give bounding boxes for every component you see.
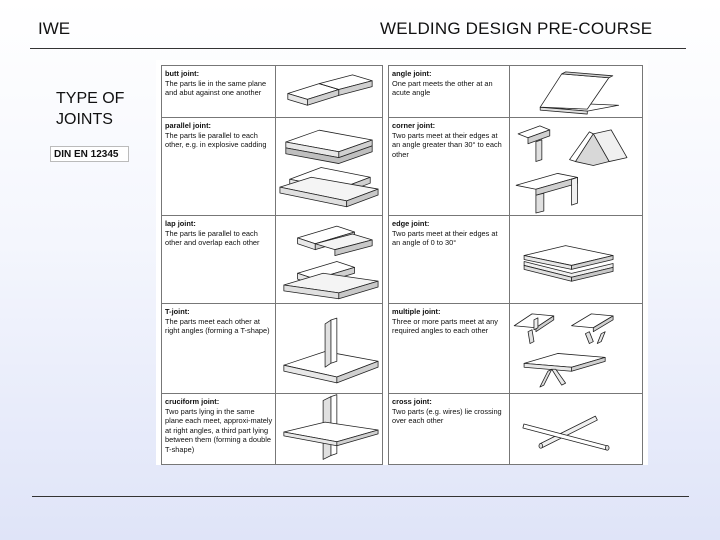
top-rule	[30, 48, 686, 49]
joint-text-multiple: multiple joint:Three or more parts meet …	[392, 307, 504, 336]
t-joint-figure	[276, 304, 382, 393]
joint-cell-multiple: multiple joint:Three or more parts meet …	[389, 304, 642, 394]
header-left-title: IWE	[38, 19, 71, 38]
butt-joint-figure	[276, 66, 382, 117]
joint-desc: Three or more parts meet at any required…	[392, 316, 498, 336]
joint-text-t: T-joint:The parts meet each other at rig…	[165, 307, 273, 336]
standard-label: DIN EN 12345	[50, 146, 129, 162]
right-column-divider	[509, 66, 510, 464]
header-right-title: WELDING DESIGN PRE-COURSE	[380, 19, 653, 38]
angle-joint-figure	[510, 66, 642, 117]
right-column: angle joint:One part meets the other at …	[388, 65, 643, 465]
joint-text-parallel: parallel joint:The parts lie parallel to…	[165, 121, 273, 150]
joint-text-corner: corner joint:Two parts meet at their edg…	[392, 121, 504, 159]
joint-cell-butt: butt joint:The parts lie in the same pla…	[162, 66, 382, 118]
joint-text-butt: butt joint:The parts lie in the same pla…	[165, 69, 273, 98]
joint-name: edge joint:	[392, 219, 430, 228]
joint-cell-cruciform: cruciform joint:Two parts lying in the s…	[162, 394, 382, 466]
joint-name: multiple joint:	[392, 307, 441, 316]
joint-cell-lap: lap joint:The parts lie parallel to each…	[162, 216, 382, 304]
lap-joint-figure	[276, 216, 382, 303]
left-column-divider	[275, 66, 276, 464]
joint-cell-t: T-joint:The parts meet each other at rig…	[162, 304, 382, 394]
section-title: TYPE OF JOINTS	[56, 88, 124, 130]
joint-desc: The parts lie parallel to each other, e.…	[165, 130, 267, 150]
joint-name: cross joint:	[392, 397, 432, 406]
joint-name: corner joint:	[392, 121, 436, 130]
joint-desc: The parts lie in the same plane and abut…	[165, 78, 267, 98]
joint-cell-angle: angle joint:One part meets the other at …	[389, 66, 642, 118]
joint-text-angle: angle joint:One part meets the other at …	[392, 69, 504, 98]
joint-text-edge: edge joint:Two parts meet at their edges…	[392, 219, 504, 248]
joint-text-cruciform: cruciform joint:Two parts lying in the s…	[165, 397, 273, 455]
section-title-line1: TYPE OF	[56, 90, 125, 107]
joint-name: T-joint:	[165, 307, 190, 316]
bottom-rule	[32, 496, 689, 497]
joint-text-lap: lap joint:The parts lie parallel to each…	[165, 219, 273, 248]
joint-desc: Two parts lying in the same plane each m…	[165, 406, 273, 454]
joint-cell-cross: cross joint:Two parts (e.g. wires) lie c…	[389, 394, 642, 466]
left-column: butt joint:The parts lie in the same pla…	[161, 65, 383, 465]
joint-desc: The parts meet each other at right angle…	[165, 316, 270, 336]
joint-desc: Two parts meet at their edges at an angl…	[392, 130, 502, 159]
section-title-line2: JOINTS	[56, 111, 113, 128]
joint-desc: The parts lie parallel to each other and…	[165, 228, 260, 248]
joint-types-table: butt joint:The parts lie in the same pla…	[156, 60, 648, 465]
joint-desc: Two parts meet at their edges at an angl…	[392, 228, 498, 248]
joint-name: lap joint:	[165, 219, 196, 228]
joint-cell-edge: edge joint:Two parts meet at their edges…	[389, 216, 642, 304]
joint-desc: Two parts (e.g. wires) lie crossing over…	[392, 406, 502, 426]
joint-name: butt joint:	[165, 69, 200, 78]
joint-name: parallel joint:	[165, 121, 211, 130]
joint-name: cruciform joint:	[165, 397, 220, 406]
multiple-joint-figure	[510, 304, 642, 393]
corner-joint-figure	[510, 118, 642, 215]
joint-cell-parallel: parallel joint:The parts lie parallel to…	[162, 118, 382, 216]
cross-joint-figure	[510, 394, 642, 466]
joint-name: angle joint:	[392, 69, 432, 78]
cruciform-joint-figure	[276, 394, 382, 466]
parallel-joint-figure	[276, 118, 382, 215]
joint-text-cross: cross joint:Two parts (e.g. wires) lie c…	[392, 397, 504, 426]
edge-joint-figure	[510, 216, 642, 303]
joint-cell-corner: corner joint:Two parts meet at their edg…	[389, 118, 642, 216]
joint-desc: One part meets the other at an acute ang…	[392, 78, 493, 98]
